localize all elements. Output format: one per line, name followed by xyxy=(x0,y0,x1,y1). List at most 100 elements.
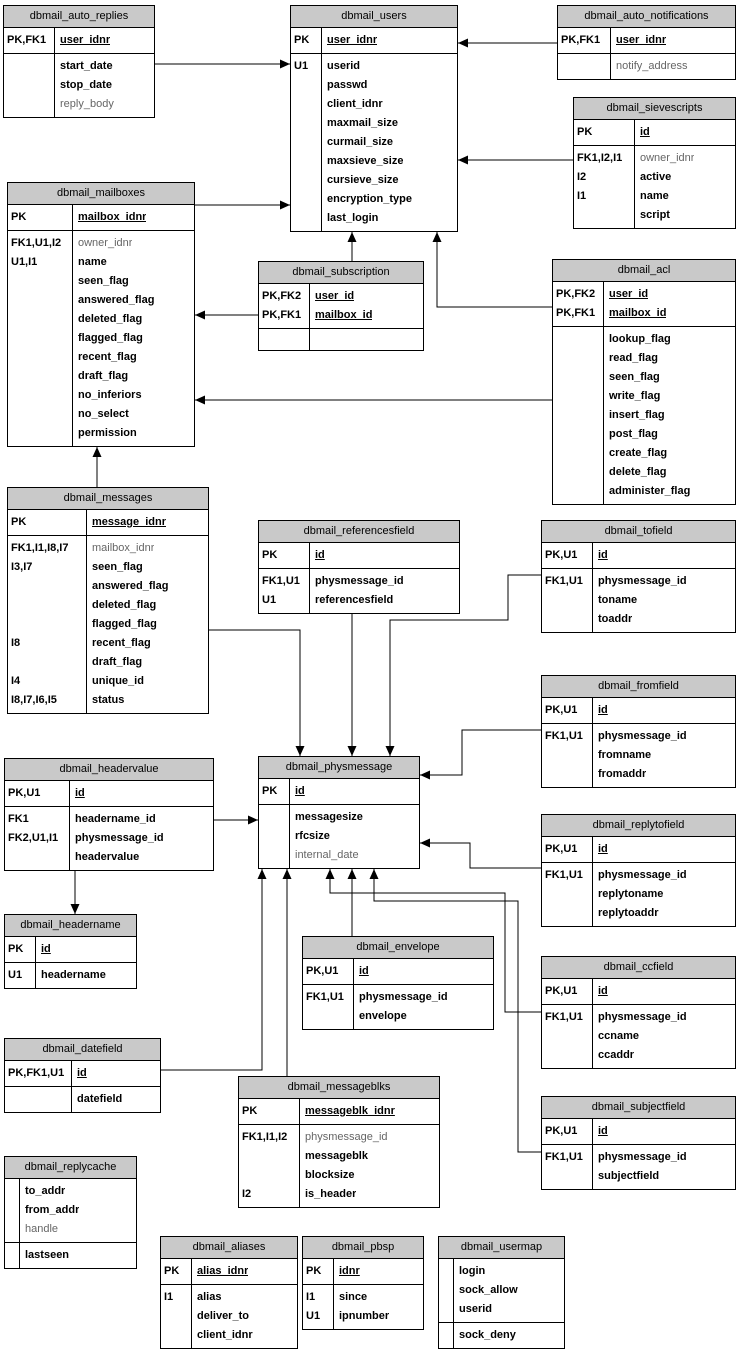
field-row: encryption_type xyxy=(291,190,457,209)
field-row: answered_flag xyxy=(8,291,194,310)
key-labels xyxy=(8,424,72,443)
key-labels xyxy=(439,1281,453,1300)
field-name: notify_address xyxy=(616,60,688,72)
field-name: flagged_flag xyxy=(92,618,157,630)
key-labels xyxy=(439,1300,453,1319)
key-column-divider xyxy=(603,282,604,504)
key-column-divider xyxy=(309,543,310,613)
key-labels: FK1,U1 xyxy=(545,575,583,587)
field-row: seen_flag xyxy=(8,272,194,291)
field-name: seen_flag xyxy=(92,561,143,573)
key-labels: I1 xyxy=(577,190,587,202)
field-row: from_addr xyxy=(5,1201,136,1220)
field-name: mailbox_id xyxy=(609,307,667,319)
field-name: permission xyxy=(78,427,137,439)
key-labels: PK,FK2 xyxy=(556,288,596,300)
field-name: curmail_size xyxy=(327,136,394,148)
field-row: headervalue xyxy=(5,848,213,867)
field-name: replytoname xyxy=(598,888,664,900)
field-name: create_flag xyxy=(609,447,668,459)
key-labels: PK,FK1 xyxy=(561,34,601,46)
key-labels xyxy=(542,1167,592,1186)
key-labels xyxy=(553,463,603,482)
field-name: maxsieve_size xyxy=(327,155,404,167)
field-row: ccaddr xyxy=(542,1046,735,1065)
key-labels xyxy=(542,746,592,765)
key-labels xyxy=(542,1046,592,1065)
table-title: dbmail_sievescripts xyxy=(574,98,735,120)
field-row: script xyxy=(574,206,735,225)
key-labels: PK,U1 xyxy=(545,549,578,561)
table-title: dbmail_referencesfield xyxy=(259,521,459,543)
key-labels xyxy=(4,76,54,95)
field-name: id xyxy=(315,549,325,561)
key-labels: PK,U1 xyxy=(306,965,339,977)
key-labels xyxy=(553,349,603,368)
field-name: active xyxy=(640,171,672,183)
field-row: to_addr xyxy=(5,1182,136,1201)
key-labels xyxy=(553,330,603,349)
field-row: deliver_to xyxy=(161,1307,297,1326)
key-labels: I4 xyxy=(11,675,21,687)
table-title: dbmail_envelope xyxy=(303,937,493,959)
key-labels xyxy=(553,444,603,463)
key-labels: FK1,U1 xyxy=(545,730,583,742)
key-labels xyxy=(291,95,321,114)
key-labels xyxy=(439,1262,453,1281)
key-labels xyxy=(8,405,72,424)
field-name: name xyxy=(640,190,669,202)
field-name: start_date xyxy=(60,60,113,72)
key-labels xyxy=(259,808,289,827)
key-column-divider xyxy=(592,543,593,632)
table-title: dbmail_messages xyxy=(8,488,208,510)
field-name: ccname xyxy=(598,1030,639,1042)
key-labels xyxy=(8,386,72,405)
field-name: fromaddr xyxy=(598,768,647,780)
field-name: user_id xyxy=(315,290,355,302)
field-name: ipnumber xyxy=(339,1310,390,1322)
key-column-divider xyxy=(353,959,354,1029)
field-name: deliver_to xyxy=(197,1310,249,1322)
table-title: dbmail_acl xyxy=(553,260,735,282)
field-name: maxmail_size xyxy=(327,117,398,129)
field-name: post_flag xyxy=(609,428,658,440)
field-row: post_flag xyxy=(553,425,735,444)
